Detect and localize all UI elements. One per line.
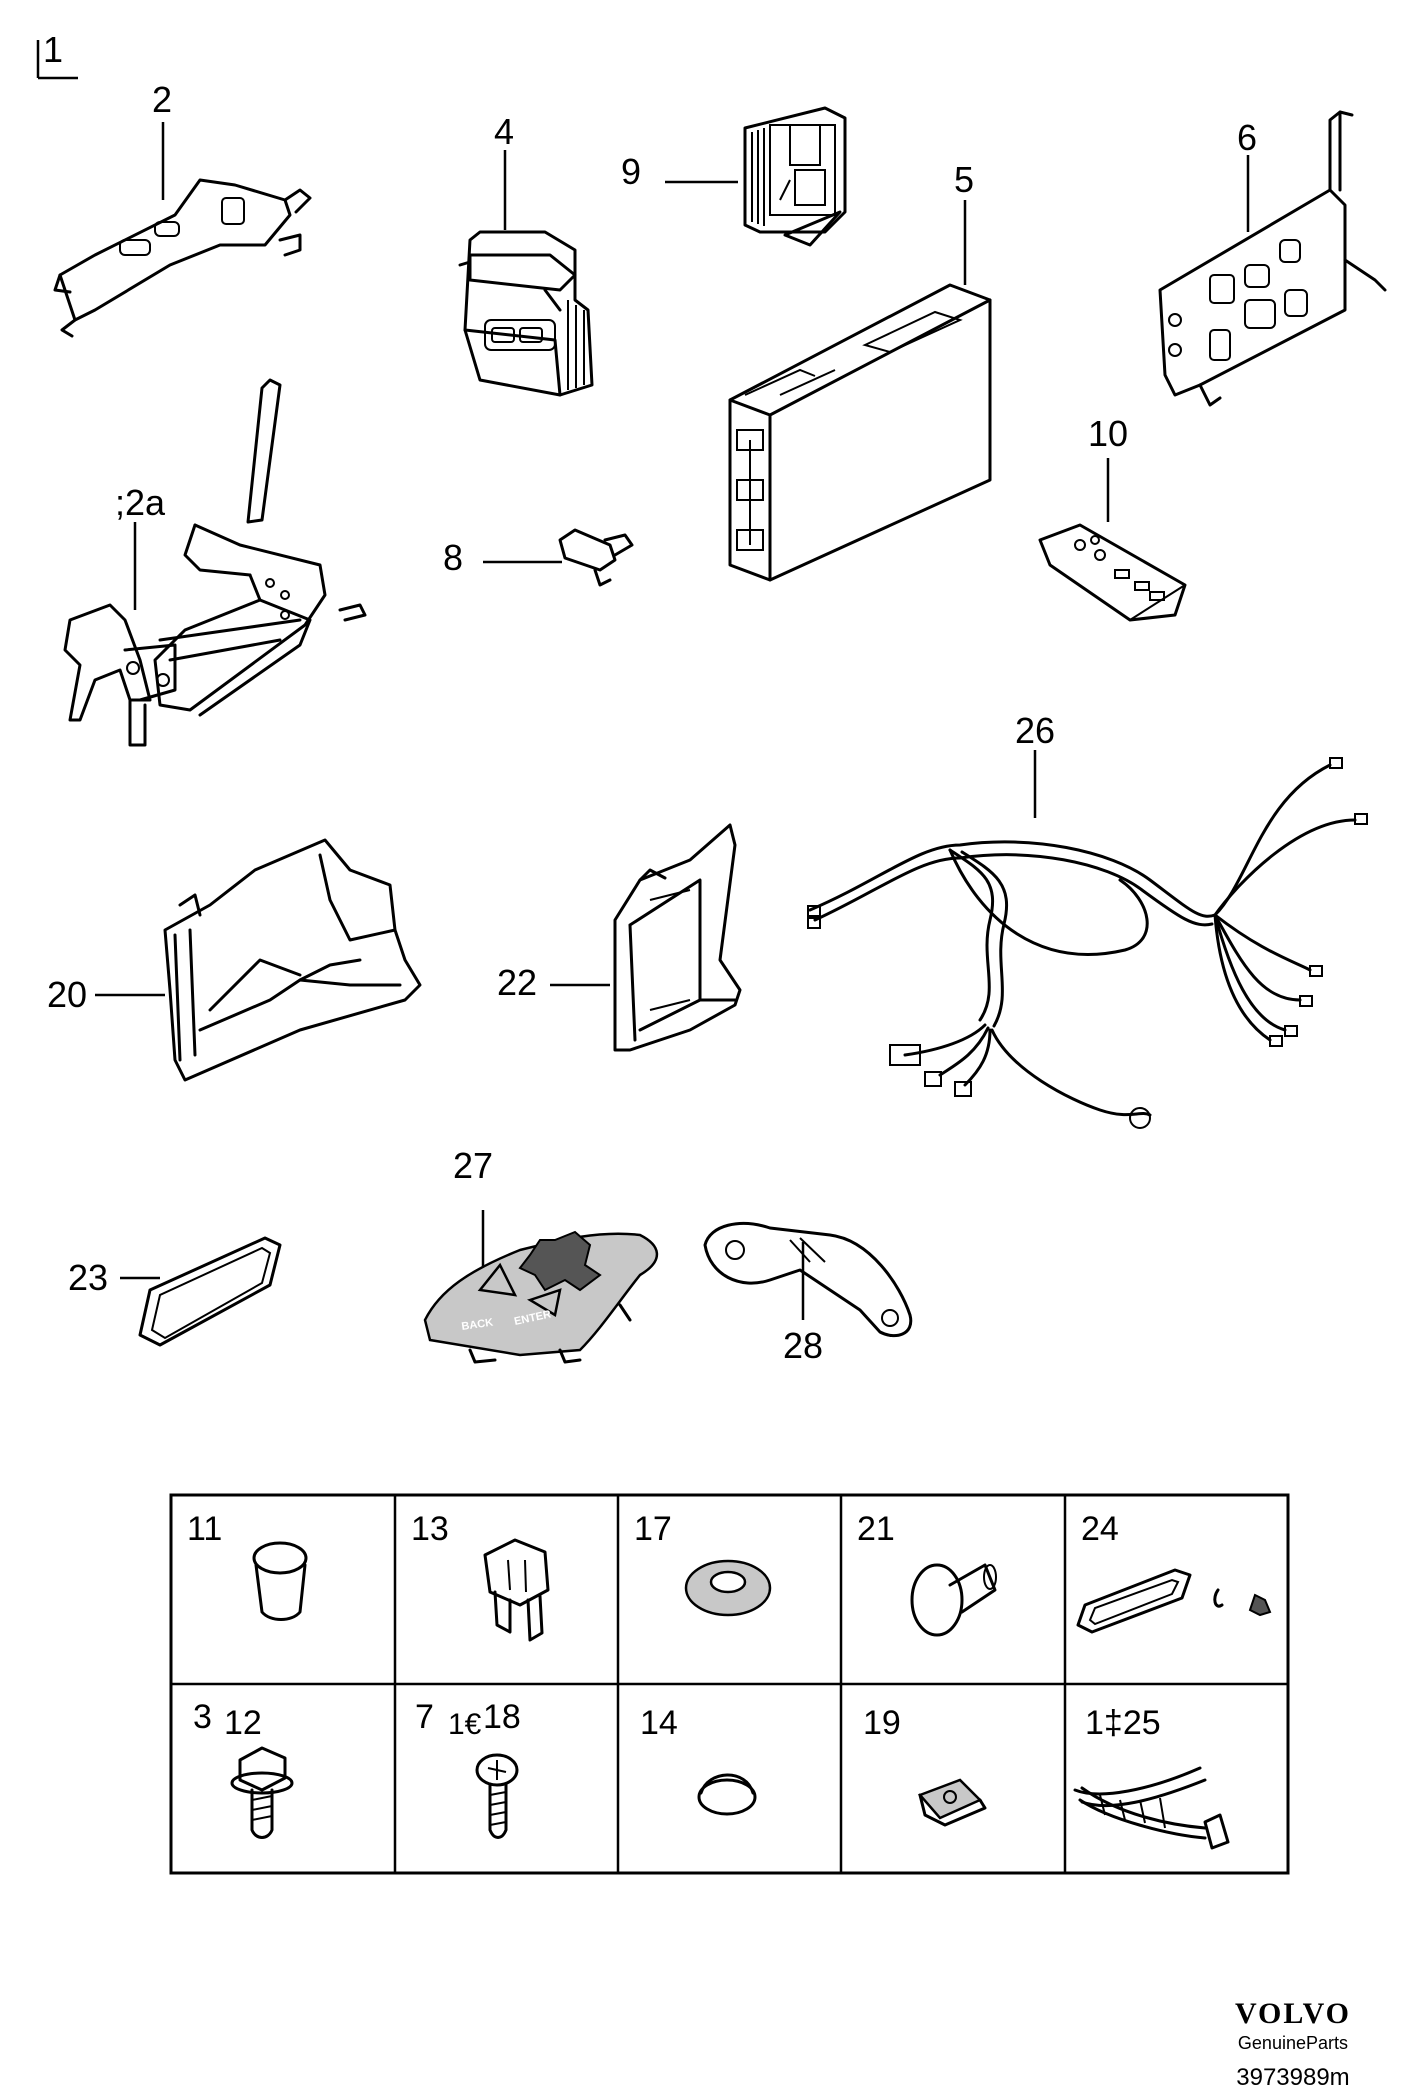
grommet-icon [684, 1559, 772, 1617]
volvo-logo: VOLVO [1234, 1997, 1351, 2030]
callout-28: 28 [783, 1325, 824, 1366]
callout-6: 6 [1237, 117, 1258, 158]
callout-27: 27 [453, 1145, 494, 1186]
cell-label-11: 11 [187, 1510, 223, 1548]
callout-22: 22 [497, 962, 538, 1003]
corner-marker [36, 40, 78, 80]
part-4-unit [458, 150, 594, 397]
cell-label-3: 3 [193, 1698, 212, 1736]
part-10-remote [1038, 458, 1187, 622]
cell-label-25: 1‡25 [1085, 1704, 1161, 1742]
part-6-bracket [1158, 110, 1387, 407]
cell-label-24: 24 [1081, 1510, 1119, 1548]
button-back-text: BACK [461, 1317, 494, 1333]
diagram-code: 3973989m [1236, 2064, 1350, 2091]
part-20-panel [95, 838, 422, 1082]
part-8-sensor [483, 528, 634, 587]
part-2a-bracket [63, 378, 367, 747]
callout-20: 20 [47, 974, 88, 1015]
hardware-table [169, 1493, 1290, 1875]
callout-23: 23 [68, 1257, 109, 1298]
callout-2: 2 [152, 79, 173, 120]
gasket-icon [1076, 1568, 1272, 1634]
push-clip-icon [910, 1563, 997, 1637]
part-9-card [665, 106, 847, 247]
part-28-arm [703, 1221, 913, 1338]
callout-10: 10 [1088, 413, 1129, 454]
part-26-harness [807, 750, 1368, 1129]
screw-icon [475, 1753, 519, 1839]
cell-label-14: 14 [640, 1704, 678, 1742]
cap-plug-icon [252, 1541, 308, 1621]
callout-26: 26 [1015, 710, 1056, 751]
part-23-gasket [120, 1236, 282, 1347]
callout-2a: ;2a [115, 482, 166, 523]
part-2-bracket [53, 122, 312, 338]
brand-subtitle: GenuineParts [1237, 2033, 1348, 2053]
fuse-icon [483, 1538, 550, 1642]
plug-icon [697, 1773, 757, 1816]
callout-4: 4 [494, 111, 515, 152]
part-27-control: BACK ENTER [423, 1210, 659, 1364]
cell-label-12: 12 [224, 1704, 262, 1742]
part-5-module [728, 200, 992, 582]
cell-label-13: 13 [411, 1510, 449, 1548]
flange-bolt-icon [230, 1746, 294, 1839]
cell-label-21: 21 [857, 1510, 895, 1548]
cell-label-18: 18 [483, 1698, 521, 1736]
cable-tie-icon [1073, 1766, 1230, 1850]
cell-label-7: 7 [415, 1698, 434, 1736]
callout-9: 9 [621, 151, 642, 192]
callout-5: 5 [954, 159, 975, 200]
brand-block: VOLVO GenuineParts 3973989m [1235, 1997, 1351, 2092]
corner-label: 1 [43, 29, 64, 70]
callout-8: 8 [443, 537, 464, 578]
cell-label-17: 17 [634, 1510, 672, 1548]
cell-label-16: 1€ [448, 1708, 482, 1741]
cell-label-19: 19 [863, 1704, 901, 1742]
part-22-panel [550, 823, 742, 1052]
clip-nut-icon [917, 1778, 987, 1827]
